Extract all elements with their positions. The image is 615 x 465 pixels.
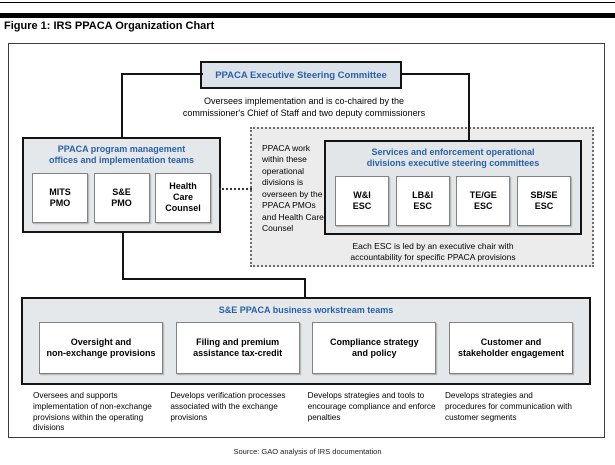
operational-region-note: PPACA work within these operational divi…: [262, 143, 324, 234]
connector-esc-to-pmo-vertical: [121, 73, 123, 138]
figure-title: Figure 1: IRS PPACA Organization Chart: [4, 20, 215, 32]
workstream-group-box: S&E PPACA business workstream teams Over…: [21, 297, 591, 385]
connector-esc-to-ops-horizontal: [400, 73, 470, 75]
operational-esc-group-box: Services and enforcement operational div…: [324, 140, 582, 235]
oversight-description: Oversees and supports implementation of …: [33, 391, 152, 433]
workstream-descriptions-row: Oversees and supports implementation of …: [21, 391, 587, 434]
org-chart-frame: PPACA Executive Steering Committee Overs…: [8, 43, 605, 438]
source-note: Source: GAO analysis of IRS documentatio…: [233, 447, 382, 456]
steering-committee-box: PPACA Executive Steering Committee: [200, 61, 402, 89]
lbi-esc-box: LB&I ESC: [395, 175, 450, 226]
steering-committee-note: Oversees implementation and is co-chaire…: [182, 96, 426, 118]
filing-premium-box: Filing and premium assistance tax-credit: [175, 322, 300, 375]
top-thick-rule: [0, 13, 615, 18]
workstream-group-title: S&E PPACA business workstream teams: [218, 305, 394, 315]
workstream-box-row: Oversight and non-exchange provisions Fi…: [23, 316, 589, 375]
health-care-counsel-box: Health Care Counsel: [155, 172, 211, 223]
pmo-box-row: MITS PMO S&E PMO Health Care Counsel: [24, 167, 219, 223]
se-pmo-box: S&E PMO: [93, 172, 150, 223]
wi-esc-box: W&I ESC: [335, 175, 389, 226]
tege-esc-box: TE/GE ESC: [456, 175, 511, 226]
oversight-nonexchange-box: Oversight and non-exchange provisions: [39, 322, 163, 375]
pmo-group-box: PPACA program management offices and imp…: [22, 137, 221, 233]
compliance-description: Develops strategies and tools to encoura…: [307, 391, 436, 422]
pmo-group-title: PPACA program management offices and imp…: [48, 144, 195, 166]
sbse-esc-box: SB/SE ESC: [516, 175, 571, 226]
filing-description: Develops verification processes associat…: [170, 391, 286, 422]
connector-pmo-to-workstream-horizontal: [122, 278, 306, 280]
connector-pmo-to-workstream-vertical-1: [122, 231, 124, 280]
steering-committee-title: PPACA Executive Steering Committee: [215, 69, 387, 81]
customer-description: Develops strategies and procedures for c…: [444, 391, 572, 422]
connector-esc-to-ops-vertical: [468, 73, 470, 140]
compliance-strategy-box: Compliance strategy and policy: [312, 322, 437, 375]
connector-pmo-to-workstream-vertical-2: [304, 278, 306, 298]
dotted-connector-pmo-to-operational-region: [219, 188, 252, 190]
mits-pmo-box: MITS PMO: [32, 172, 88, 223]
esc-chair-note: Each ESC is led by an executive chair wi…: [350, 241, 516, 263]
operational-esc-box-row: W&I ESC LB&I ESC TE/GE ESC SB/SE ESC: [326, 170, 580, 226]
operational-esc-group-title: Services and enforcement operational div…: [366, 147, 540, 169]
top-thin-rule: [0, 2, 615, 3]
operational-divisions-dotted-region: PPACA work within these operational divi…: [250, 127, 594, 267]
connector-esc-to-pmo-horizontal: [121, 73, 203, 75]
customer-engagement-box: Customer and stakeholder engagement: [448, 322, 573, 375]
